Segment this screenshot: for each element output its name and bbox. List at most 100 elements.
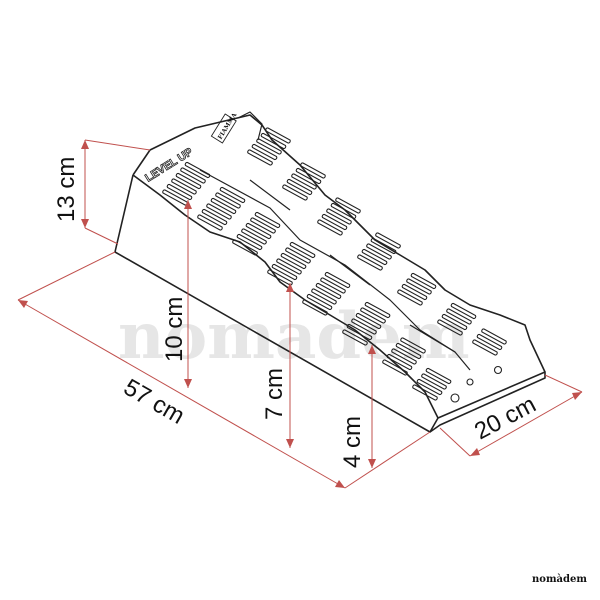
- tread-slot: [201, 208, 228, 226]
- arrow-57-right: [335, 480, 345, 488]
- tread-slot: [315, 282, 342, 300]
- tread-slot: [302, 299, 328, 316]
- tread-slot: [180, 167, 206, 184]
- arrow-7-top: [286, 283, 294, 292]
- tread-slot: [166, 183, 193, 201]
- tread-slot: [271, 263, 298, 281]
- dimension-arrows: [18, 140, 582, 488]
- arrow-13-top: [81, 140, 89, 149]
- arrow-10-bottom: [184, 379, 192, 388]
- dimension-lines: [17, 139, 583, 489]
- tread-slot: [446, 308, 472, 325]
- dim-ext-height-13-bottom: [84, 227, 119, 245]
- tread-slot: [324, 271, 351, 289]
- tread-slot: [197, 214, 223, 231]
- tread-slot: [254, 211, 281, 229]
- watermark-text: nomadem: [118, 299, 470, 374]
- tread-slot: [386, 353, 413, 371]
- arrow-20-left: [470, 448, 480, 456]
- tread-slot: [206, 203, 232, 220]
- tread-slot: [401, 283, 428, 301]
- dim-label-step-4: 4 cm: [339, 416, 366, 468]
- tread-slot: [280, 252, 307, 270]
- arrow-13-bottom: [81, 219, 89, 228]
- arrow-7-bottom: [286, 439, 294, 448]
- tread-slot: [421, 373, 447, 390]
- tread-slot: [236, 233, 263, 251]
- dim-ext-width-20-left: [439, 427, 471, 457]
- tread-slot: [317, 219, 343, 236]
- tread-slot: [366, 243, 392, 260]
- dim-label-step-7: 7 cm: [261, 368, 288, 420]
- tread-slot: [311, 288, 337, 305]
- tread-slot: [416, 378, 443, 396]
- ramp-hole-1: [450, 393, 460, 403]
- brand-plate: FIAMMA: [210, 112, 239, 144]
- tread-slot: [382, 359, 408, 376]
- tread-slot: [375, 232, 401, 249]
- tread-slot: [286, 178, 313, 196]
- tread-slot: [346, 323, 373, 341]
- dim-label-step-10: 10 cm: [161, 297, 188, 362]
- tread-slot: [276, 258, 302, 275]
- tread-slot: [425, 367, 452, 385]
- tread-slot: [184, 161, 211, 179]
- arrow-20-right: [572, 392, 582, 400]
- tread-slot: [481, 328, 507, 345]
- tread-slot: [361, 248, 388, 266]
- tread-slots: [162, 127, 507, 401]
- dim-ext-length-57-right: [344, 431, 431, 489]
- arrow-10-top: [184, 200, 192, 209]
- dim-line-width-20: [469, 391, 583, 457]
- tread-slot: [351, 318, 377, 335]
- tread-slot: [357, 254, 383, 271]
- tread-slot: [397, 289, 423, 306]
- tread-slot: [210, 197, 237, 215]
- ramp-top-tab: [237, 111, 263, 141]
- tread-slot: [321, 213, 348, 231]
- tread-slot: [251, 143, 278, 161]
- tread-slot: [289, 241, 316, 259]
- step-divider-2: [329, 254, 371, 286]
- tread-slot: [437, 319, 463, 336]
- tread-slot: [245, 222, 272, 240]
- tread-slot: [175, 172, 202, 190]
- tread-slot: [412, 384, 438, 401]
- dim-ext-width-20-right: [544, 374, 583, 393]
- ramp-hole-2: [493, 365, 503, 375]
- tread-slot: [450, 302, 477, 320]
- ramp-side-face: [114, 174, 439, 433]
- tread-slot: [360, 307, 386, 324]
- corner-brand-logo: nomàdem: [532, 574, 587, 585]
- tread-slot: [330, 202, 357, 220]
- ramp-holes: [450, 365, 503, 403]
- tread-slot: [219, 186, 246, 204]
- dim-label-height-13: 13 cm: [53, 157, 80, 222]
- ramp-hole-3: [466, 378, 474, 386]
- tread-slot: [247, 149, 273, 166]
- dim-line-length-57: [17, 299, 346, 489]
- tread-slot: [472, 339, 498, 356]
- tread-slot: [476, 333, 503, 351]
- tread-slot: [256, 138, 282, 155]
- tread-slot: [306, 293, 333, 311]
- tread-slot: [260, 132, 287, 150]
- tread-slot: [241, 228, 267, 245]
- arrow-57-left: [18, 300, 28, 308]
- tread-slot: [441, 313, 468, 331]
- dim-label-length-57: 57 cm: [119, 374, 189, 430]
- tread-slot: [282, 184, 308, 201]
- tread-slot: [265, 127, 291, 144]
- tread-slot: [335, 197, 361, 214]
- tread-slot: [342, 329, 368, 346]
- step-divider-3: [409, 324, 456, 353]
- tread-slot: [400, 337, 426, 354]
- tread-slot: [215, 192, 241, 209]
- ramp-front-face: [429, 371, 546, 433]
- tread-slot: [285, 247, 311, 264]
- tread-slot: [370, 237, 397, 255]
- tread-slot: [171, 178, 197, 195]
- tread-slot: [300, 162, 326, 179]
